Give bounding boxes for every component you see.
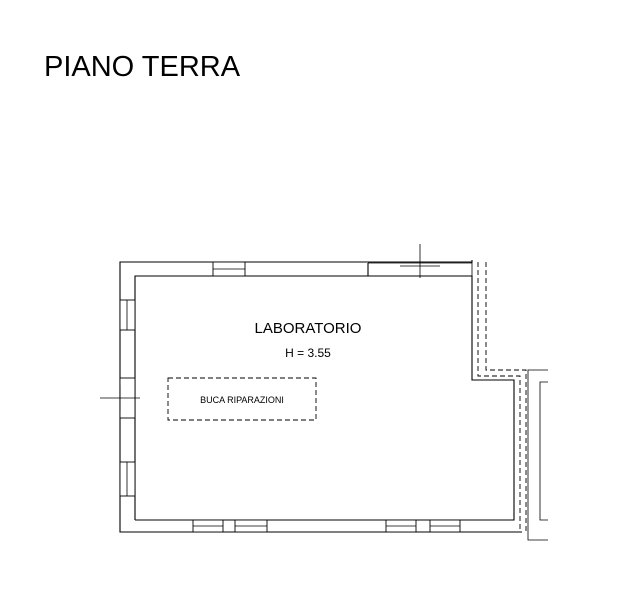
repair-pit-label: BUCA RIPARAZIONI <box>200 395 284 405</box>
left-window-upper <box>119 299 136 331</box>
top-window-left <box>212 261 246 277</box>
bottom-window-4 <box>429 519 461 533</box>
dashed-partition <box>477 262 527 532</box>
bottom-window-2 <box>234 519 268 533</box>
room-name: LABORATORIO <box>255 320 362 337</box>
adjacent-wall-fragment <box>527 369 548 541</box>
left-door <box>100 377 140 419</box>
left-window-lower <box>119 461 136 497</box>
outer-walls <box>119 260 522 533</box>
floor-title: PIANO TERRA <box>44 51 241 83</box>
bottom-window-3 <box>385 519 417 533</box>
repair-pit <box>167 377 317 421</box>
bottom-window-1 <box>192 519 224 533</box>
inner-walls <box>134 263 515 521</box>
room-height-label: H = 3.55 <box>285 346 331 360</box>
top-right-door <box>368 244 473 278</box>
